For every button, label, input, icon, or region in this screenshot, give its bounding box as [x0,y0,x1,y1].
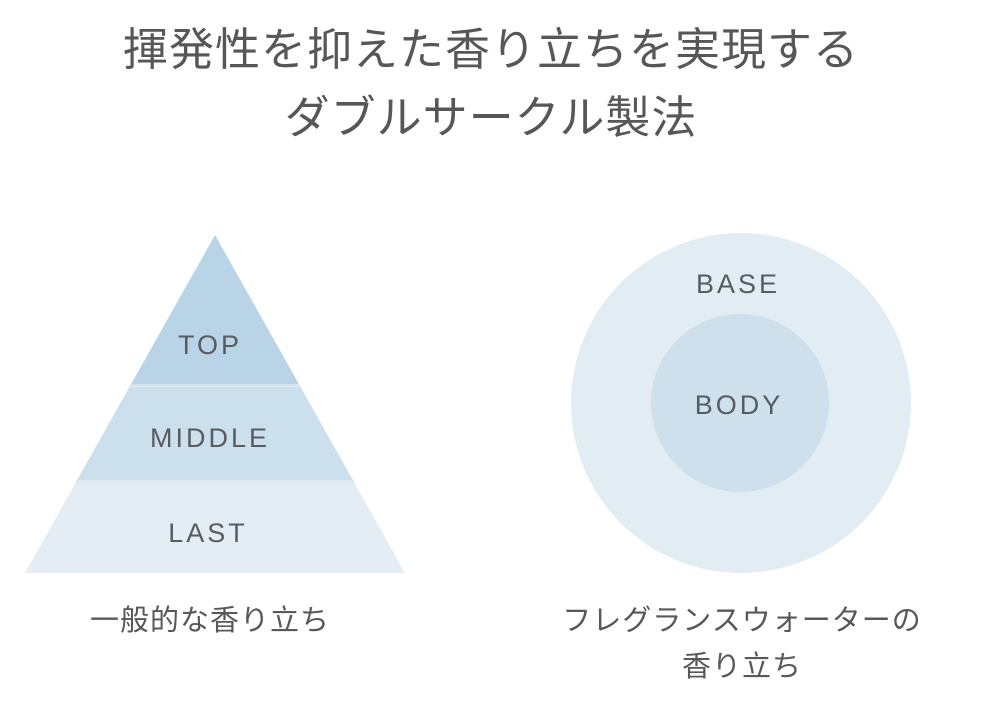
double-circle-caption-line-2: 香り立ち [681,651,802,683]
pyramid-middle-band [75,386,355,483]
pyramid-band-divider [131,384,299,387]
pyramid-last-band [25,483,405,573]
inner-circle-label: BODY [695,390,784,420]
pyramid-top-band [130,235,300,386]
double-circle-figure: BASE BODY [571,233,911,573]
pyramid-top-label: TOP [178,330,242,360]
double-circle-caption: フレグランスウォーターの 香り立ち [550,598,934,690]
title-line-2: ダブルサークル製法 [284,92,698,143]
pyramid-middle-label: MIDDLE [150,423,270,453]
pyramid-last-label: LAST [168,518,248,548]
title-line-1: 揮発性を抑えた香り立ちを実現する [122,24,859,75]
page-title: 揮発性を抑えた香り立ちを実現する ダブルサークル製法 [0,16,982,152]
pyramid-caption: 一般的な香り立ち [89,605,330,637]
double-circle-caption-line-1: フレグランスウォーターの [562,605,922,637]
outer-circle-label: BASE [696,269,780,299]
inner-circle [651,314,829,492]
pyramid-band-divider [78,480,352,483]
pyramid-figure: TOP MIDDLE LAST [25,235,405,573]
